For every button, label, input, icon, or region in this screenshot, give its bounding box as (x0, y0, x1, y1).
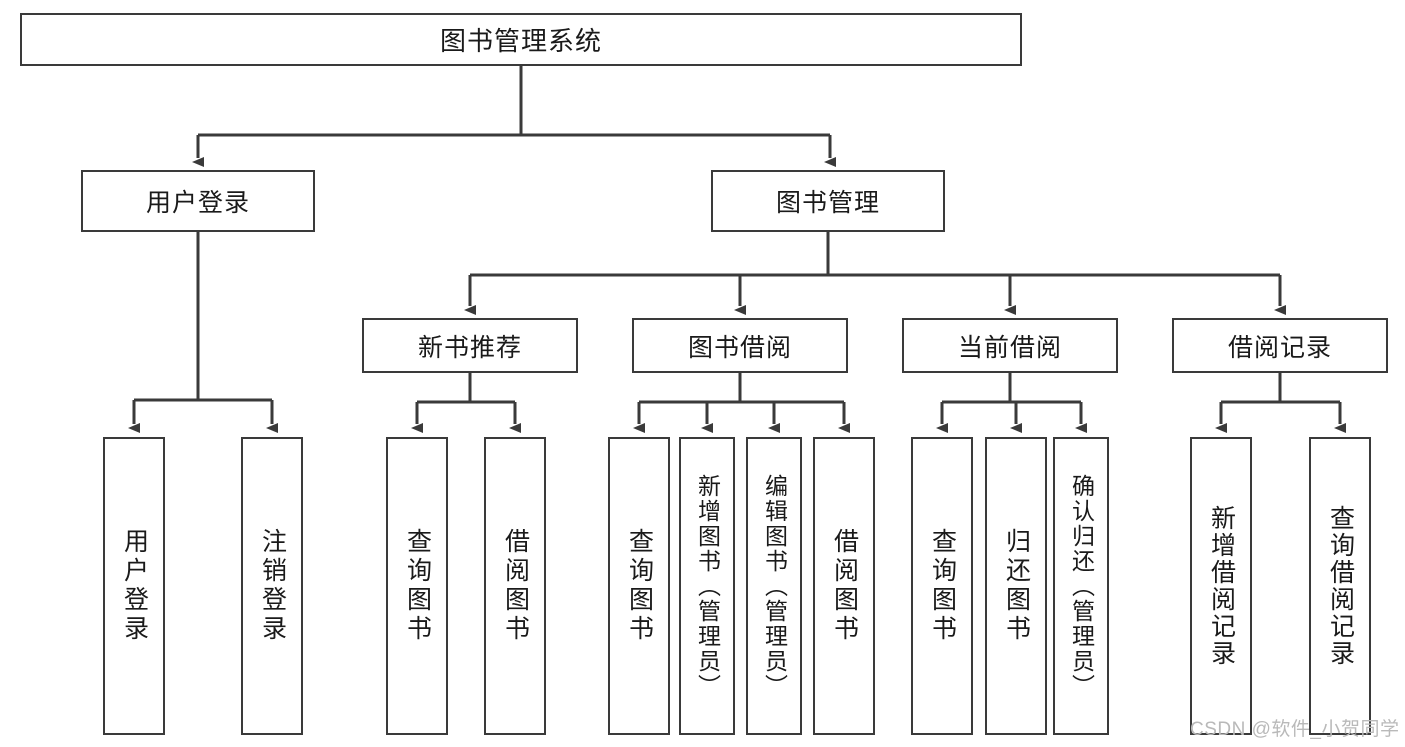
node-label: 借阅图书 (501, 528, 530, 644)
node-label: 确认归还（管理员） (1068, 473, 1095, 699)
node-leaf-query-book-recommend[interactable]: 查询图书 (386, 437, 448, 735)
node-root-system[interactable]: 图书管理系统 (20, 13, 1022, 66)
node-book-borrow[interactable]: 图书借阅 (632, 318, 848, 373)
node-label: 用户登录 (145, 189, 250, 217)
node-borrow-record[interactable]: 借阅记录 (1172, 318, 1388, 373)
node-current-borrow[interactable]: 当前借阅 (902, 318, 1118, 373)
node-label: 查询图书 (403, 528, 432, 644)
node-leaf-confirm-return-admin[interactable]: 确认归还（管理员） (1053, 437, 1109, 735)
node-leaf-borrow-book-recommend[interactable]: 借阅图书 (484, 437, 546, 735)
node-label: 图书借阅 (687, 333, 792, 362)
node-book-manage[interactable]: 图书管理 (711, 170, 945, 232)
csdn-watermark: CSDN @软件_小贺同学 (1190, 719, 1400, 740)
node-label: 编辑图书（管理员） (761, 473, 788, 699)
node-leaf-borrow-book-borrow[interactable]: 借阅图书 (813, 437, 875, 735)
node-label: 新增借阅记录 (1207, 505, 1236, 667)
node-leaf-query-book-current[interactable]: 查询图书 (911, 437, 973, 735)
node-label: 注销登录 (258, 528, 287, 644)
node-leaf-user-login[interactable]: 用户登录 (103, 437, 165, 735)
node-label: 归还图书 (1002, 528, 1031, 644)
node-leaf-add-book-admin[interactable]: 新增图书（管理员） (679, 437, 735, 735)
node-label: 借阅图书 (830, 528, 859, 644)
node-label: 图书管理系统 (439, 26, 602, 56)
node-leaf-user-logout[interactable]: 注销登录 (241, 437, 303, 735)
node-label: 查询图书 (625, 528, 654, 644)
node-label: 借阅记录 (1227, 333, 1332, 362)
node-label: 新增图书（管理员） (694, 473, 721, 699)
node-leaf-return-book[interactable]: 归还图书 (985, 437, 1047, 735)
node-label: 图书管理 (775, 189, 880, 217)
node-user-login[interactable]: 用户登录 (81, 170, 315, 232)
node-label: 用户登录 (120, 528, 149, 644)
node-leaf-query-book-borrow[interactable]: 查询图书 (608, 437, 670, 735)
node-label: 查询图书 (928, 528, 957, 644)
node-label: 查询借阅记录 (1326, 505, 1355, 667)
node-leaf-edit-book-admin[interactable]: 编辑图书（管理员） (746, 437, 802, 735)
node-label: 新书推荐 (417, 333, 522, 362)
node-leaf-query-borrow-record[interactable]: 查询借阅记录 (1309, 437, 1371, 735)
node-new-book-recommend[interactable]: 新书推荐 (362, 318, 578, 373)
node-leaf-add-borrow-record[interactable]: 新增借阅记录 (1190, 437, 1252, 735)
node-label: 当前借阅 (957, 333, 1062, 362)
